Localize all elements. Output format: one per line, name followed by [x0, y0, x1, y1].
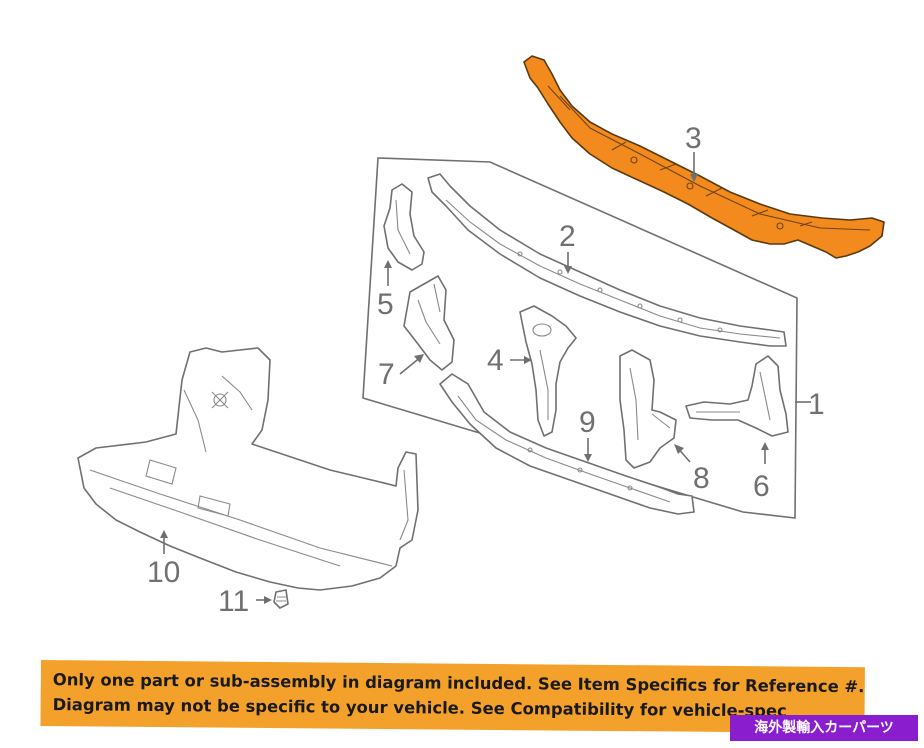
part-9-lower-beam	[439, 373, 695, 515]
part-8-right-stay	[619, 349, 677, 469]
callout-4: 4	[487, 344, 504, 377]
callout-10: 10	[147, 556, 180, 589]
part-4-center-stay	[519, 305, 577, 437]
callout-2: 2	[559, 220, 576, 253]
part-2-upper-beam	[427, 173, 787, 347]
part-7-left-side-bracket	[403, 275, 455, 371]
part-6-right-bracket	[685, 355, 789, 437]
part-11-clip	[273, 589, 289, 609]
callout-6: 6	[753, 470, 770, 503]
callout-1: 1	[808, 388, 825, 421]
callout-5: 5	[377, 288, 394, 321]
part-10-splash-shield	[77, 347, 419, 591]
callout-3: 3	[685, 122, 702, 155]
callout-9: 9	[579, 406, 596, 439]
part-3-upper-tie-bar	[523, 55, 885, 259]
callout-7: 7	[378, 358, 395, 391]
leader-lines	[160, 152, 811, 604]
callout-11: 11	[218, 585, 249, 618]
panel-outline	[362, 157, 798, 519]
watermark-text: 海外製輸入カーパーツ	[754, 720, 894, 736]
watermark-badge: 海外製輸入カーパーツ	[730, 715, 918, 741]
part-5-left-upper-bracket	[383, 183, 425, 271]
callout-8: 8	[693, 462, 710, 495]
